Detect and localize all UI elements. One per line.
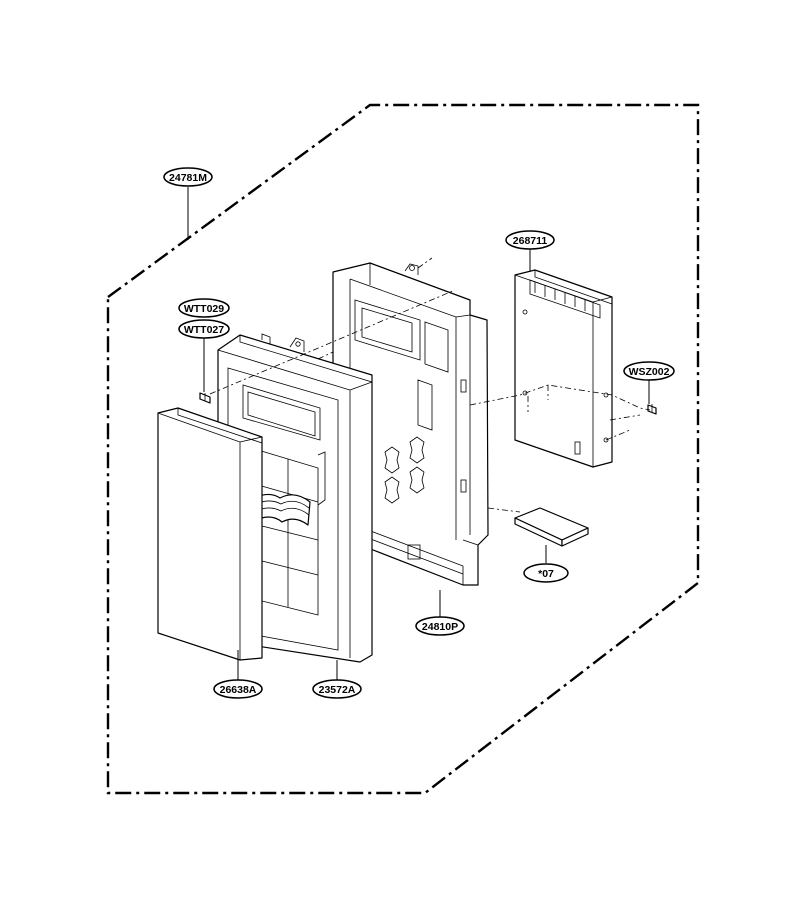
door-panel (157, 407, 263, 661)
label-WSZ002-text: WSZ002 (629, 366, 670, 378)
label-WSZ002: WSZ002 (623, 361, 675, 381)
label-268711-text: 268711 (513, 235, 548, 247)
label-26638A: 26638A (213, 679, 263, 699)
label-07-text: *07 (538, 568, 554, 580)
label-23572A-text: 23572A (319, 684, 356, 696)
label-WTT027: WTT027 (178, 319, 230, 339)
label-26638A-text: 26638A (220, 684, 257, 696)
label-WTT027-text: WTT027 (184, 324, 224, 336)
label-07: *07 (523, 563, 569, 583)
label-24781M: 24781M (163, 167, 213, 187)
assembly-boundary (106, 103, 700, 795)
label-24781M-text: 24781M (169, 172, 207, 184)
leader-lines (187, 187, 650, 680)
label-WTT029-text: WTT029 (184, 303, 224, 315)
pcb-board (514, 269, 613, 468)
door-screw (199, 392, 211, 404)
label-24810P-text: 24810P (422, 621, 458, 633)
label-24810P: 24810P (415, 616, 465, 636)
ribbon-cable (249, 493, 311, 526)
label-23572A: 23572A (312, 679, 362, 699)
small-part (514, 507, 589, 547)
label-268711: 268711 (505, 230, 555, 250)
label-WTT029: WTT029 (178, 298, 230, 318)
pcb-screw (647, 404, 657, 415)
assembly-lines (209, 257, 651, 513)
